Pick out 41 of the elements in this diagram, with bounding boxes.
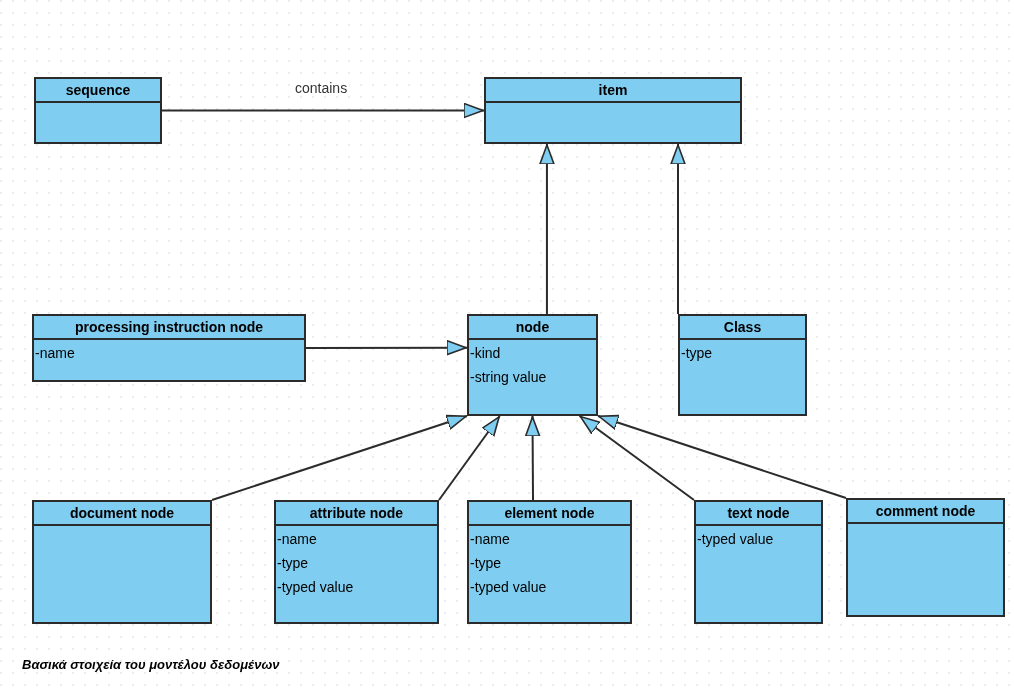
generalization-arrow (578, 415, 695, 501)
attribute-text: -type (276, 554, 310, 573)
generalization-arrow (438, 415, 501, 501)
class-box (694, 500, 823, 624)
class-box (846, 498, 1005, 617)
generalization-arrow (161, 102, 485, 119)
generalization-arrow (211, 414, 468, 501)
attribute-text: -typed value (276, 578, 355, 597)
class-name: attribute node (309, 504, 404, 523)
class-name: text node (727, 504, 790, 523)
generalization-arrow (539, 143, 555, 315)
attribute-text: -type (680, 344, 714, 363)
class-box (34, 77, 162, 144)
class-box (467, 314, 598, 416)
attribute-text: -name (276, 530, 318, 549)
class-name: node (515, 318, 550, 337)
class-name: processing instruction node (74, 318, 264, 337)
caption: Βασικά στοιχεία του μοντέλου δεδομένων (22, 657, 280, 672)
class-box (274, 500, 439, 624)
generalization-arrow (524, 415, 541, 501)
class-box (32, 314, 306, 382)
class-name: element node (504, 504, 595, 523)
class-name: Class (723, 318, 762, 337)
attribute-text: -name (469, 530, 511, 549)
class-box (32, 500, 212, 624)
generalization-arrow (597, 414, 847, 499)
attribute-text: -string value (469, 368, 548, 387)
class-name: document node (69, 504, 175, 523)
generalization-arrow (670, 143, 686, 315)
generalization-arrow (305, 339, 468, 356)
class-name: item (598, 81, 628, 100)
attribute-text: -kind (469, 344, 502, 363)
attribute-text: -name (34, 344, 76, 363)
class-box (484, 77, 742, 144)
attribute-text: -typed value (469, 578, 548, 597)
attribute-text: -typed value (696, 530, 775, 549)
class-box (467, 500, 632, 624)
class-name: sequence (65, 81, 131, 100)
attribute-text: -type (469, 554, 503, 573)
class-box (678, 314, 807, 416)
class-name: comment node (875, 502, 976, 521)
